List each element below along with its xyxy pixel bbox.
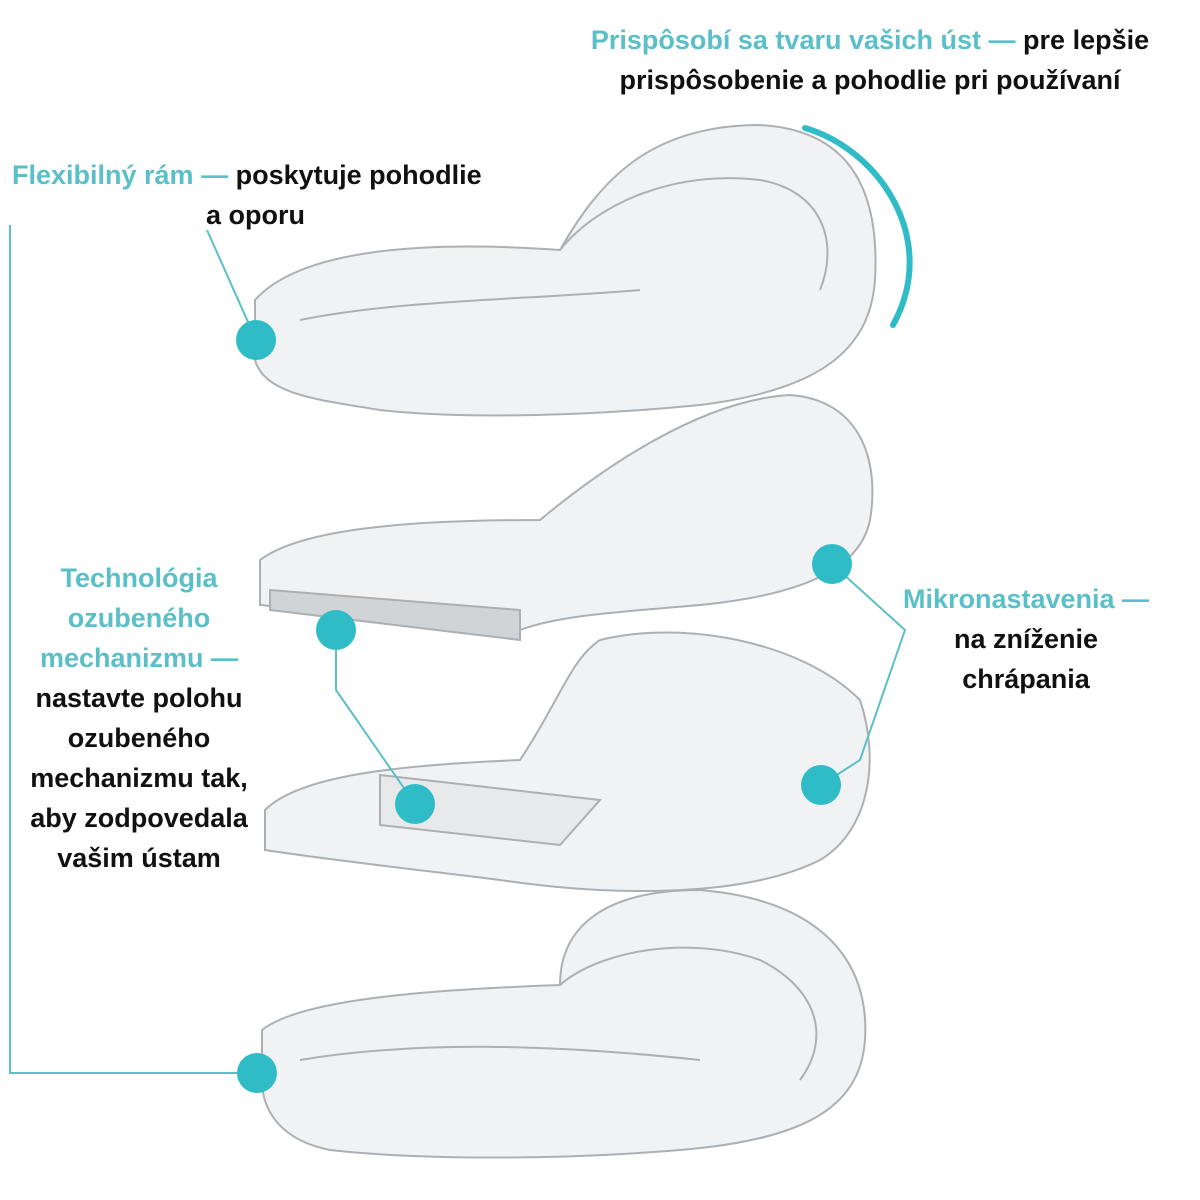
marker-dot [812, 544, 852, 584]
marker-dot [395, 784, 435, 824]
micro-title: Mikronastavenia — [902, 584, 1150, 614]
gear-line1: nastavte polohu [35, 683, 243, 713]
gear-line3: mechanizmu tak, [30, 763, 248, 793]
gear-line4: aby zodpovedala [30, 803, 248, 833]
frame-callout: Flexibilný rám — poskytuje pohodlie a op… [0, 155, 532, 235]
frame-title: Flexibilný rám — [12, 160, 229, 190]
marker-dot [316, 610, 356, 650]
gear-title3: mechanizmu — [39, 643, 239, 673]
frame-line2: a oporu [206, 200, 305, 230]
gear-title1: Technológia [60, 563, 218, 593]
marker-dot [237, 1053, 277, 1093]
upper-tray [254, 123, 877, 417]
frame-connector-line [206, 229, 257, 341]
gear-title2: ozubeného [67, 603, 211, 633]
lower-tray-inner [299, 946, 818, 1081]
slider-block [379, 773, 603, 847]
gear-teeth [269, 588, 521, 642]
micro-callout: Mikronastavenia — na zníženie chrápania [890, 579, 1162, 699]
fit-line2: prispôsobenie a pohodlie pri používaní [619, 65, 1121, 95]
gear-line5: vašim ústam [57, 843, 221, 873]
upper-tray-inner [299, 177, 829, 321]
micro-line2: chrápania [962, 664, 1090, 694]
gear-line2: ozubeného [67, 723, 211, 753]
gear-callout: Technológia ozubeného mechanizmu — nasta… [18, 558, 260, 878]
lower-plate [264, 631, 871, 893]
micro-line1: na zníženie [953, 624, 1099, 654]
frame-line1: poskytuje pohodlie [235, 160, 482, 190]
micro-connector-line [820, 563, 907, 786]
marker-dot [236, 320, 276, 360]
fit-callout: Prispôsobí sa tvaru vašich úst — pre lep… [560, 20, 1180, 100]
bracket-line [9, 225, 257, 1074]
fit-line1: pre lepšie [1023, 25, 1150, 55]
marker-dot [801, 765, 841, 805]
fit-title: Prispôsobí sa tvaru vašich úst — [590, 25, 1016, 55]
lower-tray [261, 888, 867, 1159]
gear-plate [259, 393, 874, 632]
fit-arc [802, 125, 913, 328]
